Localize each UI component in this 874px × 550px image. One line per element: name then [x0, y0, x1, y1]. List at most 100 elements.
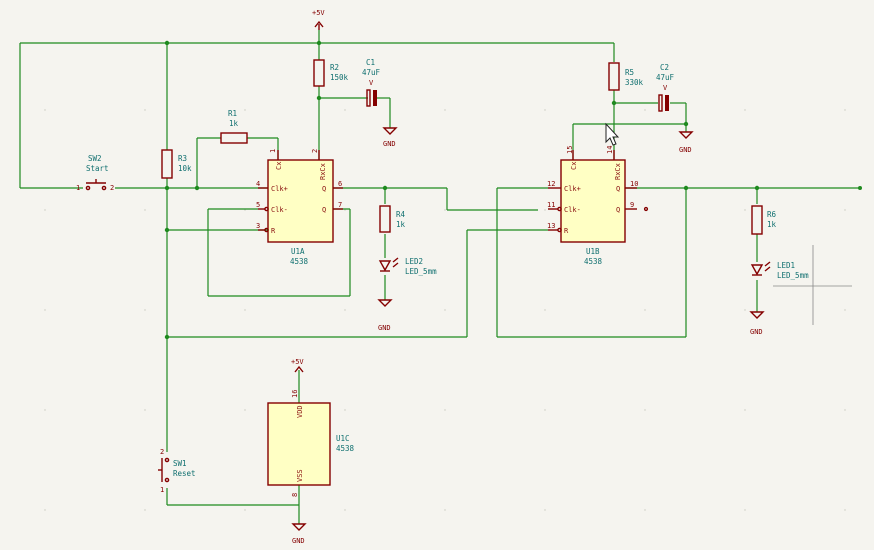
c1-value: 47uF [362, 68, 381, 77]
c2-ref: C2 [660, 63, 669, 72]
capacitor-c2[interactable]: C2 47uF V [656, 63, 675, 112]
switch-sw2[interactable]: SW2 Start 1 2 [76, 154, 114, 192]
grid-dot [344, 109, 346, 111]
led1-value: LED_5mm [777, 271, 809, 280]
r6-value: 1k [767, 220, 777, 229]
gnd-label-c2: GND [679, 146, 692, 154]
u1b-pin9: 9 [630, 201, 634, 209]
sw1-pin1: 1 [160, 486, 164, 494]
u1a-pin1: 1 [269, 149, 277, 153]
grid-dot [244, 109, 246, 111]
gnd-label-led1: GND [750, 328, 763, 336]
u1a-cx: Cx [275, 162, 283, 170]
mouse-pointer-icon [605, 122, 620, 146]
r1-value: 1k [229, 119, 239, 128]
power-symbol-vcc-u1c[interactable]: +5V [291, 358, 304, 373]
gnd-symbol-c2[interactable]: GND [678, 131, 694, 154]
gnd-symbol-u1c[interactable]: GND [291, 523, 307, 545]
resistor-r2[interactable]: R2 150k [313, 59, 349, 87]
grid-dot [144, 509, 146, 511]
u1b-q: Q [616, 185, 620, 193]
c1-polarity: V [369, 79, 374, 87]
grid-dot [144, 409, 146, 411]
sw1-ref: SW1 [173, 459, 187, 468]
u1c-ref: U1C [336, 434, 350, 443]
u1b-value: 4538 [584, 257, 603, 266]
sw2-pin1: 1 [76, 184, 80, 192]
u1b-pin13: 13 [547, 222, 555, 230]
led1-ref: LED1 [777, 261, 795, 270]
u1a-pin6: 6 [338, 180, 342, 188]
led-led2[interactable]: LED2 LED_5mm [378, 257, 437, 276]
grid-dot [544, 209, 546, 211]
grid-dot [44, 509, 46, 511]
u1b-qbar: Q [616, 206, 620, 214]
grid-dot [344, 209, 346, 211]
u1a-pin5: 5 [256, 201, 260, 209]
u1b-rxcx: RxCx [614, 163, 622, 180]
u1c-pin8: 8 [291, 493, 299, 497]
grid-dot [844, 109, 846, 111]
vcc-label-2: +5V [291, 358, 304, 366]
gnd-symbol-led1[interactable]: GND [749, 311, 765, 336]
u1a-qbar: Q [322, 206, 326, 214]
u1a-r: R [271, 227, 276, 235]
u1b-r: R [564, 227, 569, 235]
u1a-pin2: 2 [311, 149, 319, 153]
grid-dot [144, 309, 146, 311]
grid-dot [44, 309, 46, 311]
c1-ref: C1 [366, 58, 375, 67]
u1b-clk-minus: Clk- [564, 206, 581, 214]
led-led1[interactable]: LED1 LED_5mm [750, 261, 809, 280]
power-symbol-vcc-top[interactable]: +5V [312, 9, 325, 30]
crosshair [773, 245, 852, 325]
grid-dot [744, 309, 746, 311]
gnd-symbol-led2[interactable]: GND [377, 299, 393, 332]
capacitor-c1[interactable]: C1 47uF V [362, 58, 381, 107]
resistor-r6[interactable]: R6 1k [751, 205, 777, 235]
gnd-label-u1c: GND [292, 537, 305, 545]
u1c-pin16: 16 [291, 390, 299, 398]
u1b-cx: Cx [570, 162, 578, 170]
gnd-symbol-c1[interactable]: GND [382, 127, 398, 148]
vcc-label: +5V [312, 9, 325, 17]
u1c-value: 4538 [336, 444, 355, 453]
grid-dot [844, 309, 846, 311]
grid-dot [244, 209, 246, 211]
r4-value: 1k [396, 220, 406, 229]
u1b-pin15: 15 [566, 146, 574, 154]
sw2-pin2: 2 [110, 184, 114, 192]
grid-dot [44, 209, 46, 211]
u1c-vss: VSS [296, 469, 304, 482]
grid-dot [544, 309, 546, 311]
grid-dot [644, 109, 646, 111]
u1b-pin12: 12 [547, 180, 555, 188]
resistor-r4[interactable]: R4 1k [379, 205, 406, 233]
grid-dot [544, 109, 546, 111]
u1c-vdd: VDD [296, 405, 304, 418]
ic-u1c[interactable]: VDD VSS 16 8 U1C 4538 [267, 390, 355, 497]
grid-dot [444, 209, 446, 211]
resistor-r5[interactable]: R5 330k [608, 62, 644, 91]
resistor-r1[interactable]: R1 1k [220, 109, 248, 144]
led2-value: LED_5mm [405, 267, 437, 276]
switch-sw1[interactable]: SW1 Reset 2 1 [158, 448, 196, 494]
junctions [164, 40, 862, 340]
grid-dot [544, 409, 546, 411]
u1a-rxcx: RxCx [319, 163, 327, 180]
grid-dot [444, 509, 446, 511]
u1a-value: 4538 [290, 257, 309, 266]
u1a-ref: U1A [291, 247, 305, 256]
u1a-pin3: 3 [256, 222, 260, 230]
grid-dot [244, 409, 246, 411]
grid-dot [44, 409, 46, 411]
grid [44, 109, 846, 511]
grid-dot [544, 509, 546, 511]
sw2-ref: SW2 [88, 154, 102, 163]
sw1-value: Reset [173, 469, 196, 478]
resistor-r3[interactable]: R3 10k [161, 149, 192, 179]
ic-u1a[interactable]: Clk+ Clk- R Q Q Cx RxCx 4 5 3 6 7 1 2 U1… [256, 149, 343, 266]
ic-u1b[interactable]: Clk+ Clk- R Q Q Cx RxCx 12 11 13 10 9 15… [547, 146, 649, 266]
grid-dot [744, 109, 746, 111]
